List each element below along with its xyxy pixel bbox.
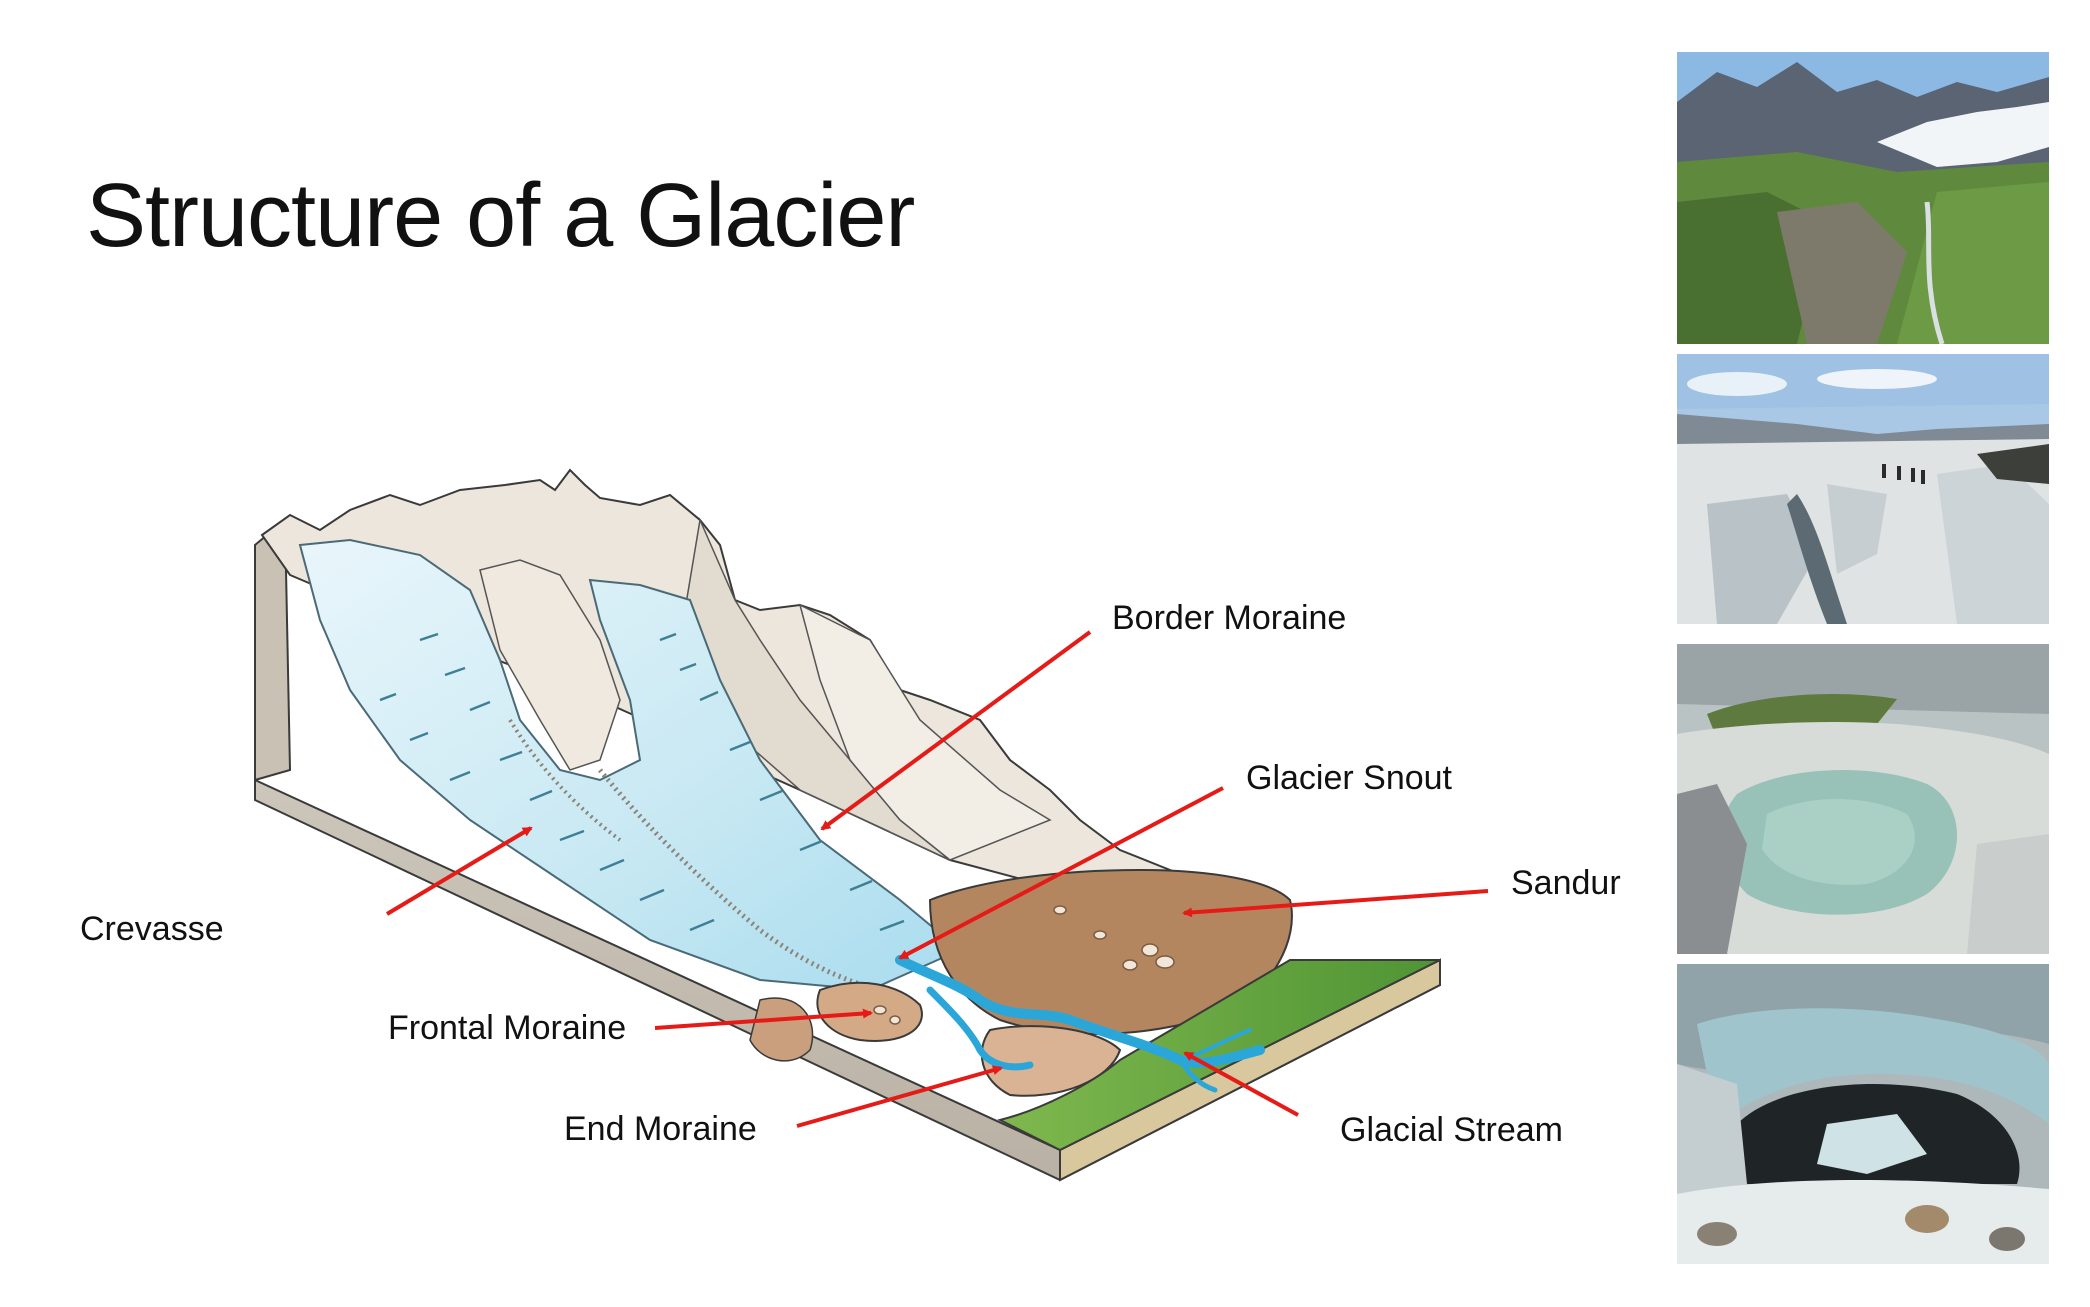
crevasse-field-photo	[1677, 354, 2049, 624]
label-end-moraine: End Moraine	[564, 1110, 757, 1148]
arrow-border-moraine	[820, 630, 1092, 831]
glacier-diagram	[254, 468, 1489, 1182]
ice-cave-photo	[1677, 964, 2049, 1264]
label-glacial-stream: Glacial Stream	[1340, 1111, 1563, 1149]
glacier-ice	[298, 538, 962, 993]
label-sandur: Sandur	[1511, 864, 1621, 902]
annotation-arrows	[385, 630, 1489, 1128]
arrow-crevasse	[385, 826, 533, 916]
slide-title: Structure of a Glacier	[86, 166, 915, 266]
crevasse-marks	[379, 632, 905, 932]
arrow-sandur	[1182, 889, 1489, 918]
arrow-end-moraine	[796, 1065, 1003, 1128]
arrow-glacier-snout	[898, 786, 1224, 960]
terrain-block	[254, 517, 1441, 1182]
label-frontal-moraine: Frontal Moraine	[388, 1009, 627, 1047]
label-crevasse: Crevasse	[80, 910, 224, 948]
grass-foreland	[997, 959, 1441, 1152]
label-glacier-snout: Glacier Snout	[1246, 759, 1452, 797]
arrow-frontal-moraine	[654, 1008, 873, 1030]
label-border-moraine: Border Moraine	[1112, 599, 1347, 637]
arrow-glacial-stream	[1183, 1051, 1299, 1117]
alpine-valley-photo	[1677, 52, 2049, 344]
glacial-lake-photo	[1677, 644, 2049, 954]
